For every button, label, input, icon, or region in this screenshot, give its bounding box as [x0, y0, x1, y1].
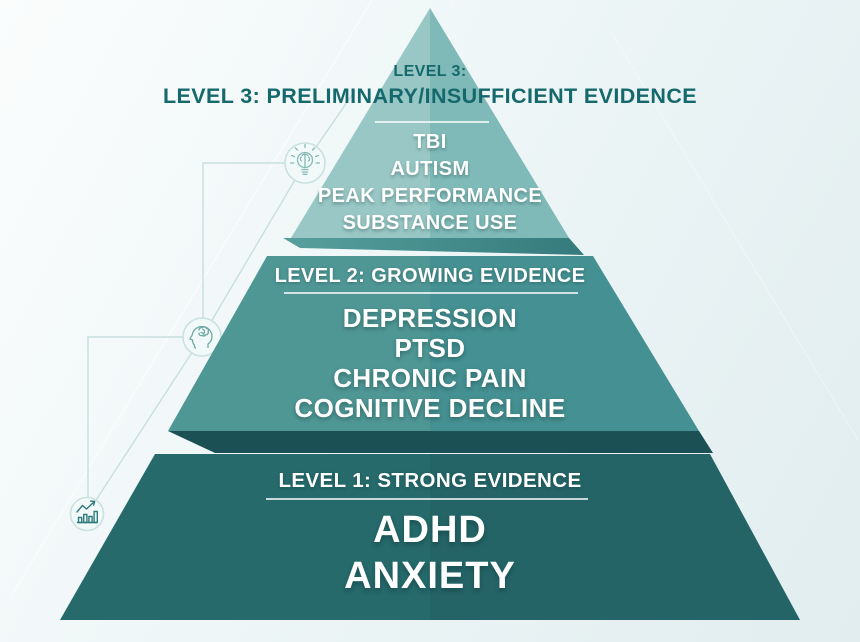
pyramid-level-3: [283, 8, 584, 255]
level-1-item: ADHD: [373, 509, 487, 551]
level-3-eyebrow: LEVEL 3:: [393, 63, 467, 80]
level-3-item: SUBSTANCE USE: [342, 212, 518, 234]
head-brain-icon: [182, 317, 222, 357]
level-3-item: TBI: [413, 131, 447, 153]
level-2-item: DEPRESSION: [342, 303, 518, 333]
lightbulb-brain-icon: [284, 142, 326, 184]
level-3-item: PEAK PERFORMANCE: [317, 185, 543, 207]
pyramid-level-1: [60, 454, 800, 620]
level-1-item: ANXIETY: [344, 555, 516, 597]
level-2-item: CHRONIC PAIN: [333, 363, 527, 393]
level-1-header: LEVEL 1: STRONG EVIDENCE: [278, 469, 582, 492]
level-3-lip: [283, 238, 584, 255]
pyramid-level-2: [168, 256, 713, 453]
icon-connector-lines: [86, 94, 353, 515]
level-2-lip: [168, 431, 713, 453]
level-2-header: LEVEL 2: GROWING EVIDENCE: [274, 265, 586, 287]
level-2-items: DEPRESSION PTSD CHRONIC PAIN COGNITIVE D…: [0, 303, 860, 423]
level-2-item: PTSD: [394, 333, 466, 363]
level-2-item: COGNITIVE DECLINE: [294, 393, 566, 423]
header-dividers: [266, 121, 588, 500]
level-1-items: ADHD ANXIETY: [0, 507, 860, 599]
growth-chart-icon: [69, 496, 105, 532]
level-3-item: AUTISM: [390, 158, 470, 180]
page-title: LEVEL 3: PRELIMINARY/INSUFFICIENT EVIDEN…: [162, 84, 698, 108]
level-3-items: TBI AUTISM PEAK PERFORMANCE SUBSTANCE US…: [0, 129, 860, 237]
